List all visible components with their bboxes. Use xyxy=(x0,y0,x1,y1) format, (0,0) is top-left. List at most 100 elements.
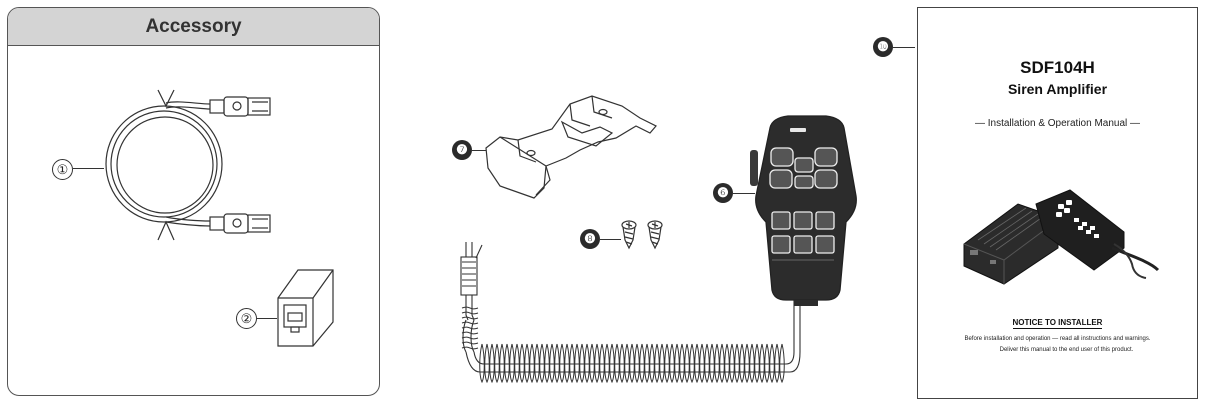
coil-loop xyxy=(664,343,670,384)
coil-loop xyxy=(461,331,479,335)
coil-loop xyxy=(461,311,479,315)
coil-loop xyxy=(461,316,479,320)
coil-loop xyxy=(704,343,710,384)
manual-subtitle: — Installation & Operation Manual — xyxy=(974,118,1141,129)
coil-loop xyxy=(504,343,510,384)
callout-6: ❻ xyxy=(713,183,733,203)
accessory-title: Accessory xyxy=(8,8,379,46)
manual-title: Siren Amplifier xyxy=(1007,81,1108,97)
coil-loop xyxy=(514,343,520,384)
callout-7: ❼ xyxy=(452,140,472,160)
coil-loop xyxy=(714,343,720,384)
coil-loop xyxy=(509,343,515,384)
coil-loop xyxy=(729,343,735,384)
coil-loop xyxy=(769,343,775,384)
parts-figure xyxy=(460,95,857,384)
coil-loop xyxy=(619,343,625,384)
ethernet-cable-figure xyxy=(105,89,334,347)
coil-loop xyxy=(614,343,620,384)
coil-loop xyxy=(744,343,750,384)
manual-model: SDF104H xyxy=(1020,58,1095,77)
callout-8-leader xyxy=(600,239,621,241)
coil-loops xyxy=(461,306,785,384)
coiled-cord-figure xyxy=(460,242,801,373)
coil-loop xyxy=(529,343,535,384)
notice-line-2: Deliver this manual to the end user of t… xyxy=(999,347,1134,353)
coil-loop xyxy=(689,343,695,384)
coil-loop xyxy=(639,343,645,384)
callout-10-leader xyxy=(893,47,915,49)
notice-line-1: Before installation and operation — read… xyxy=(964,336,1151,342)
product-photo xyxy=(963,189,1160,285)
coil-loop xyxy=(569,343,575,384)
coil-loop xyxy=(461,326,479,330)
coil-loop xyxy=(699,343,705,384)
coil-loop xyxy=(749,343,755,384)
coil-loop xyxy=(484,343,490,384)
coil-loop xyxy=(461,341,479,345)
coil-loop xyxy=(609,343,615,384)
coil-loop xyxy=(499,343,505,384)
coil-loop xyxy=(624,343,630,384)
coil-loop xyxy=(764,343,770,384)
coil-loop xyxy=(534,343,540,384)
coil-loop xyxy=(461,306,479,310)
coil-loop xyxy=(734,343,740,384)
callout-6-leader xyxy=(733,193,755,195)
coil-loop xyxy=(709,343,715,384)
manual-cover: SDF104H Siren Amplifier — Installation &… xyxy=(917,7,1198,399)
coil-loop xyxy=(594,343,600,384)
coil-loop xyxy=(559,343,565,384)
notice-heading: NOTICE TO INSTALLER xyxy=(918,318,1197,329)
callout-2: ② xyxy=(236,308,257,329)
coil-loop xyxy=(669,343,675,384)
screws-figure xyxy=(621,220,663,250)
amplifier-figure xyxy=(963,203,1059,285)
coil-loop xyxy=(589,343,595,384)
coil-loop xyxy=(754,343,760,384)
coil-loop xyxy=(629,343,635,384)
accessory-panel: Accessory xyxy=(7,7,380,396)
coil-loop xyxy=(461,321,479,325)
callout-1: ① xyxy=(52,159,73,180)
callout-8: ❽ xyxy=(580,229,600,249)
coil-loop xyxy=(674,343,680,384)
coil-loop xyxy=(461,336,479,340)
coil-loop xyxy=(759,343,765,384)
remote-figure xyxy=(1035,189,1160,279)
coil-loop xyxy=(654,343,660,384)
coil-loop xyxy=(479,343,485,384)
coil-loop xyxy=(684,343,690,384)
coil-loop xyxy=(584,343,590,384)
coil-loop xyxy=(719,343,725,384)
coil-loop xyxy=(461,346,479,350)
notice-heading-text: NOTICE TO INSTALLER xyxy=(1012,318,1103,329)
rj45-coupler-figure xyxy=(277,269,334,347)
coil-loop xyxy=(604,343,610,384)
coil-loop xyxy=(494,343,500,384)
coil-loop xyxy=(489,343,495,384)
coil-loop xyxy=(549,343,555,384)
coil-loop xyxy=(634,343,640,384)
coil-loop xyxy=(679,343,685,384)
coil-loop xyxy=(694,343,700,384)
coil-loop xyxy=(519,343,525,384)
coil-loop xyxy=(644,343,650,384)
coil-loop xyxy=(524,343,530,384)
coil-loop xyxy=(724,343,730,384)
coil-loop xyxy=(774,343,780,384)
callout-10: ❿ xyxy=(873,37,893,57)
coil-loop xyxy=(574,343,580,384)
coil-loop xyxy=(539,343,545,384)
callout-2-leader xyxy=(257,318,277,320)
coil-loop xyxy=(659,343,665,384)
coil-loop xyxy=(579,343,585,384)
callout-7-leader xyxy=(472,150,486,152)
coil-loop xyxy=(564,343,570,384)
mounting-bracket-figure xyxy=(485,95,657,199)
coil-loop xyxy=(599,343,605,384)
coil-loop xyxy=(649,343,655,384)
coil-loop xyxy=(779,343,785,384)
callout-1-leader xyxy=(73,168,104,170)
handheld-controller-figure xyxy=(750,115,857,306)
